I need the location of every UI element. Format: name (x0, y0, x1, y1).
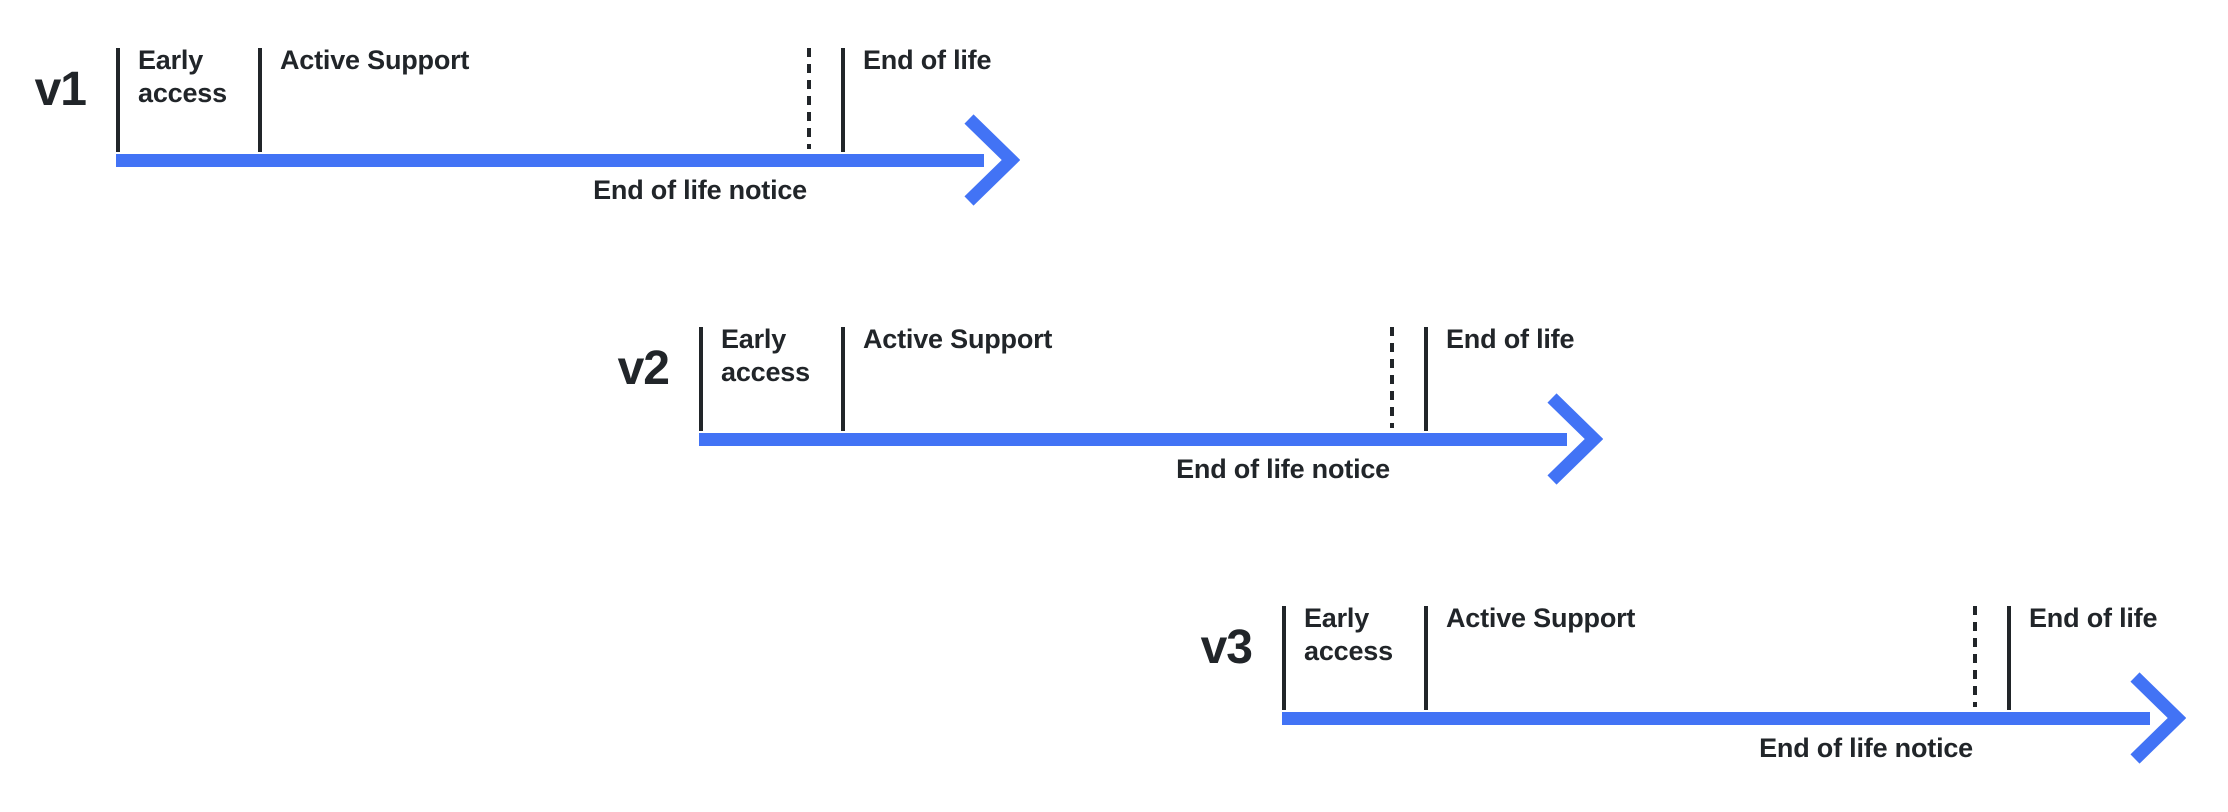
timeline-v2: v2 Early access Active Support End of li… (583, 279, 1683, 514)
end-of-life-notice-label: End of life notice (1176, 454, 1390, 484)
end-of-life-notice-dashed-line (1973, 606, 1977, 707)
end-of-life-tick (1424, 327, 1428, 431)
early-access-label: Early access (1304, 603, 1393, 666)
timeline-bar (1282, 712, 2150, 725)
early-access-start-tick (1282, 606, 1286, 710)
early-access-start-tick (699, 327, 703, 431)
end-of-life-label: End of life (863, 45, 992, 75)
active-support-label: Active Support (863, 324, 1053, 354)
end-of-life-notice-dashed-line (1390, 327, 1394, 428)
end-of-life-notice-label: End of life notice (593, 175, 807, 205)
version-label: v1 (34, 63, 87, 116)
timeline-bar (699, 433, 1567, 446)
version-label: v2 (617, 342, 670, 395)
timeline-bar (116, 154, 984, 167)
arrow-head-icon (2130, 672, 2186, 764)
early-access-start-tick (116, 48, 120, 152)
active-support-label: Active Support (280, 45, 470, 75)
early-access-label: Early access (138, 45, 227, 108)
end-of-life-label: End of life (2029, 603, 2158, 633)
end-of-life-tick (2007, 606, 2011, 710)
timeline-v3: v3 Early access Active Support End of li… (1166, 558, 2228, 793)
end-of-life-tick (841, 48, 845, 152)
arrow-head-icon (1547, 393, 1603, 485)
end-of-life-notice-dashed-line (807, 48, 811, 149)
end-of-life-notice-label: End of life notice (1759, 733, 1973, 763)
timeline-v1: v1 Early access Active Support End of li… (0, 0, 1100, 235)
active-support-start-tick (258, 48, 262, 152)
end-of-life-label: End of life (1446, 324, 1575, 354)
active-support-start-tick (1424, 606, 1428, 710)
arrow-head-icon (964, 114, 1020, 206)
version-label: v3 (1200, 621, 1253, 674)
active-support-label: Active Support (1446, 603, 1636, 633)
early-access-label: Early access (721, 324, 810, 387)
active-support-start-tick (841, 327, 845, 431)
